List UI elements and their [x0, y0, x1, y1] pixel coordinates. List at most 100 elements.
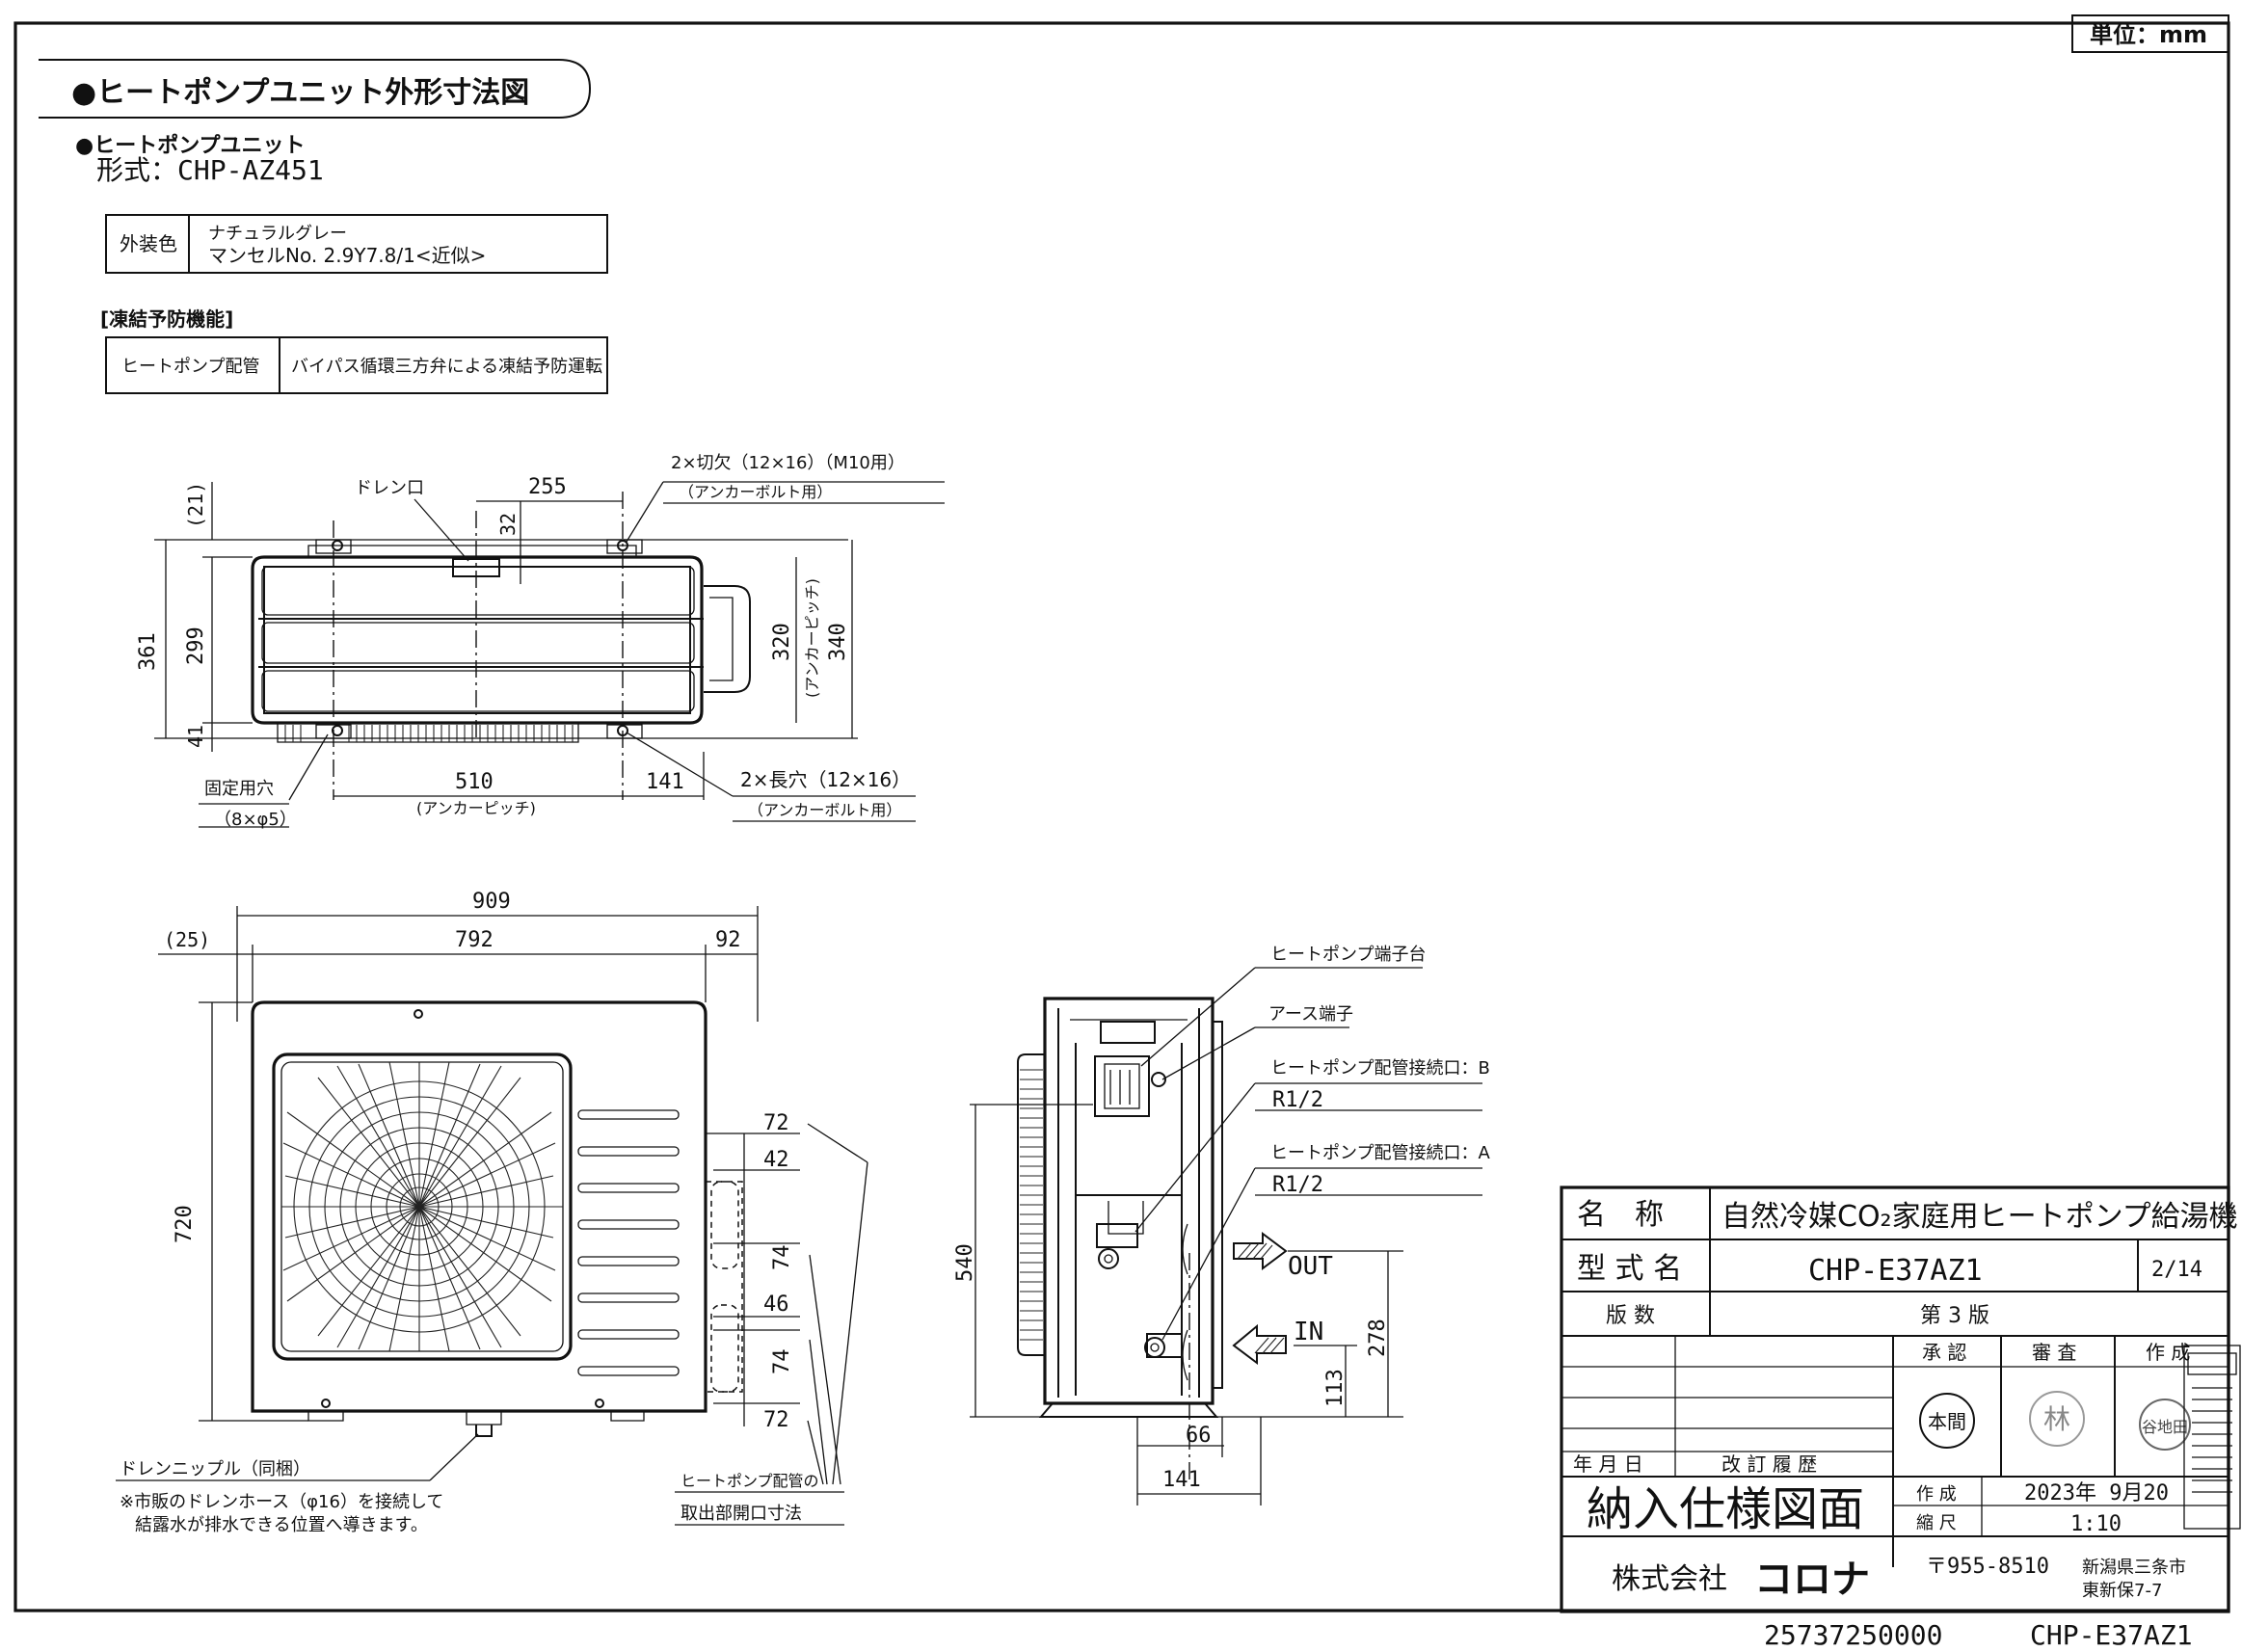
in-label: IN	[1294, 1318, 1323, 1346]
company-prefix: 株式会社	[1612, 1562, 1727, 1596]
address-1: 新潟県三条市	[2082, 1558, 2186, 1578]
address-2: 東新保7-7	[2082, 1581, 2162, 1601]
exterior-value-1: ナチュラルグレー	[208, 224, 347, 244]
dim-720: 720	[173, 1205, 197, 1243]
earth-terminal	[1151, 1072, 1166, 1087]
dim-278: 278	[1366, 1319, 1390, 1357]
dim-72-bottom: 72	[763, 1408, 789, 1432]
title-block: 名 称 自然冷媒CO₂家庭用ヒートポンプ給湯機 型 式 名 CHP-E37AZ1…	[1560, 1186, 2238, 1613]
fix-sub: （8×φ5）	[214, 810, 297, 830]
made-value: 2023年 9月20	[2024, 1481, 2169, 1505]
freeze-heading: [凍結予防機能]	[100, 307, 233, 331]
dim-41: 41	[184, 725, 207, 748]
dim-909: 909	[472, 890, 511, 914]
side-louvres	[577, 1109, 680, 1376]
dim-320: 320	[770, 623, 794, 661]
dim-46: 46	[763, 1292, 789, 1317]
postal-code: 〒955-8510	[1926, 1555, 2049, 1579]
sheet-border	[13, 21, 2230, 1612]
page-number: 2/14	[2151, 1258, 2202, 1282]
made-label: 作 成	[1916, 1484, 1957, 1505]
dim-141-top: 141	[646, 770, 684, 794]
history-label: 改 訂 履 歴	[1722, 1452, 1817, 1476]
create-label: 作 成	[2146, 1341, 2190, 1364]
exterior-label: 外装色	[120, 232, 177, 255]
approve-label: 承 認	[1922, 1341, 1966, 1364]
conn-a-label: ヒートポンプ配管接続口：A	[1270, 1143, 1490, 1163]
out-arrow	[1233, 1232, 1288, 1270]
dim-255: 255	[528, 475, 567, 499]
unit-heading: ●ヒートポンプユニット	[75, 133, 306, 158]
stamp-approve	[1919, 1393, 1975, 1449]
exterior-value-2: マンセルNo. 2.9Y7.8/1<近似>	[208, 244, 486, 267]
opening-label-1: ヒートポンプ配管の	[681, 1472, 819, 1490]
in-arrow	[1232, 1323, 1287, 1365]
stamp-review	[2029, 1391, 2085, 1447]
conn-b-size: R1/2	[1272, 1088, 1323, 1112]
dim-361: 361	[136, 632, 160, 671]
dim-42: 42	[763, 1148, 789, 1172]
edition-label: 版 数	[1606, 1304, 1655, 1328]
exterior-table: 外装色 ナチュラルグレー マンセルNo. 2.9Y7.8/1<近似>	[105, 214, 608, 274]
model-line: 形式：CHP-AZ451	[96, 154, 324, 186]
dim-113: 113	[1323, 1369, 1348, 1407]
name-value: 自然冷媒CO₂家庭用ヒートポンプ給湯機	[1722, 1200, 2238, 1234]
notch-sub: （アンカーボルト用）	[679, 483, 832, 501]
drain-label: ドレン口	[355, 478, 424, 498]
stamp-approve-text: 本間	[1928, 1410, 1966, 1433]
scale-value: 1:10	[2070, 1512, 2122, 1536]
unit-label: 単位：mm	[2090, 21, 2207, 48]
footer-code: 25737250000	[1764, 1619, 1942, 1651]
drain-nipple-label: ドレンニップル（同梱）	[120, 1459, 310, 1479]
review-label: 審 査	[2032, 1341, 2076, 1364]
conn-a-size: R1/2	[1272, 1173, 1323, 1197]
out-label: OUT	[1288, 1252, 1333, 1281]
freeze-value: バイパス循環三方弁による凍結予防運転	[291, 357, 602, 377]
drain-note-2: 結露水が排水できる位置へ導きます。	[135, 1515, 428, 1535]
freeze-table: ヒートポンプ配管 バイパス循環三方弁による凍結予防運転	[105, 336, 608, 394]
dim-92: 92	[715, 928, 741, 952]
dim-792: 792	[455, 928, 494, 952]
fan-grille	[281, 1061, 563, 1352]
side-view: OUT IN ヒートポンプ端子台 アース端子 ヒートポンプ配管接続口：B R1/…	[953, 945, 1490, 1505]
model-label: 型 式 名	[1577, 1252, 1682, 1286]
dim-74-a: 74	[770, 1245, 794, 1271]
dim-32: 32	[496, 513, 520, 536]
company-name: コロナ	[1754, 1558, 1870, 1602]
scale-label: 縮 尺	[1916, 1513, 1957, 1533]
name-label: 名 称	[1577, 1198, 1664, 1232]
dim-66: 66	[1186, 1424, 1212, 1448]
model-value: CHP-E37AZ1	[1808, 1254, 1983, 1288]
terminal-block-label: ヒートポンプ端子台	[1270, 945, 1426, 965]
stamp-review-text: 林	[2043, 1403, 2070, 1435]
dim-25: (25)	[164, 928, 210, 951]
freeze-label: ヒートポンプ配管	[121, 357, 259, 377]
unit-box	[2071, 14, 2229, 53]
date-label: 年 月 日	[1573, 1452, 1643, 1476]
stamp-create-text: 谷地田	[2142, 1418, 2188, 1436]
opening-label-2: 取出部開口寸法	[681, 1504, 802, 1524]
footer-model: CHP-E37AZ1	[2030, 1619, 2193, 1651]
dim-21: (21)	[184, 482, 207, 528]
terminal-block	[1094, 1055, 1150, 1117]
earth-label: アース端子	[1268, 1004, 1353, 1025]
edition-value: 第 3 版	[1920, 1304, 1989, 1328]
dim-510: 510	[455, 770, 494, 794]
dim-299: 299	[184, 626, 208, 665]
fix-label: 固定用穴	[204, 779, 274, 799]
slot-sub: （アンカーボルト用）	[748, 801, 901, 819]
slot-label: 2×長穴（12×16）	[740, 768, 911, 791]
notch-label: 2×切欠（12×16）（M10用）	[671, 453, 905, 473]
front-view: 909 (25) 792 92	[116, 890, 868, 1535]
anchor-pitch-h: (アンカーピッチ)	[416, 799, 536, 817]
conn-b-label: ヒートポンプ配管接続口：B	[1270, 1058, 1490, 1079]
dim-340: 340	[826, 623, 850, 661]
drawing-title: 納入仕様図面	[1587, 1482, 1864, 1536]
dim-72-top: 72	[763, 1111, 789, 1135]
dim-74-b: 74	[770, 1349, 794, 1375]
dim-540: 540	[953, 1243, 977, 1282]
top-view: (21) 361 299 41 320 (アンカーピッチ) 340 255 32…	[136, 453, 945, 830]
stamp-create	[2139, 1399, 2191, 1451]
anchor-pitch-v: (アンカーピッチ)	[803, 578, 821, 698]
